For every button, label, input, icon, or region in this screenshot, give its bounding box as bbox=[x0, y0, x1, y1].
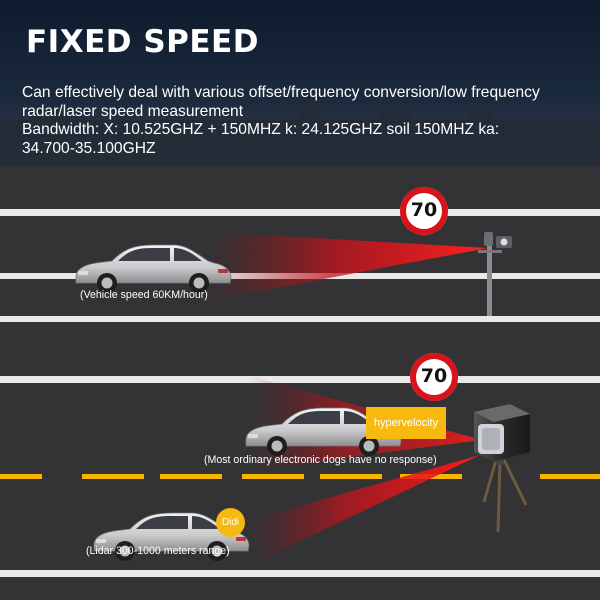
tripod-radar-icon bbox=[474, 404, 530, 533]
lane-line bbox=[0, 209, 600, 216]
lane-line bbox=[0, 376, 600, 383]
description-line: 34.700-35.100GHZ bbox=[22, 139, 156, 157]
lane-line bbox=[0, 316, 600, 322]
speed-limit-value: 70 bbox=[410, 199, 438, 221]
no-response-caption: (Most ordinary electronic dogs have no r… bbox=[204, 454, 437, 466]
page-title: FIXED SPEED bbox=[26, 24, 259, 60]
city-skyline bbox=[0, 100, 600, 168]
description-line: radar/laser speed measurement bbox=[22, 102, 244, 120]
speed-limit-value: 70 bbox=[420, 365, 448, 387]
description-line: Can effectively deal with various offset… bbox=[22, 84, 540, 101]
speed-camera-icon bbox=[478, 232, 512, 316]
vehicle-speed-caption: (Vehicle speed 60KM/hour) bbox=[80, 289, 208, 301]
description-text: Can effectively deal with various offset… bbox=[22, 84, 587, 158]
lane-line bbox=[0, 570, 600, 577]
radar-beam-bottom bbox=[250, 455, 480, 565]
didi-badge: Didi bbox=[216, 508, 245, 537]
lidar-range-caption: (Lidar 300-1000 meters range) bbox=[86, 545, 230, 557]
radar-beam-top bbox=[208, 232, 488, 300]
hypervelocity-badge: hypervelocity bbox=[366, 407, 446, 439]
description-line: Bandwidth: X: 10.525GHZ + 150MHZ k: 24.1… bbox=[22, 121, 500, 138]
